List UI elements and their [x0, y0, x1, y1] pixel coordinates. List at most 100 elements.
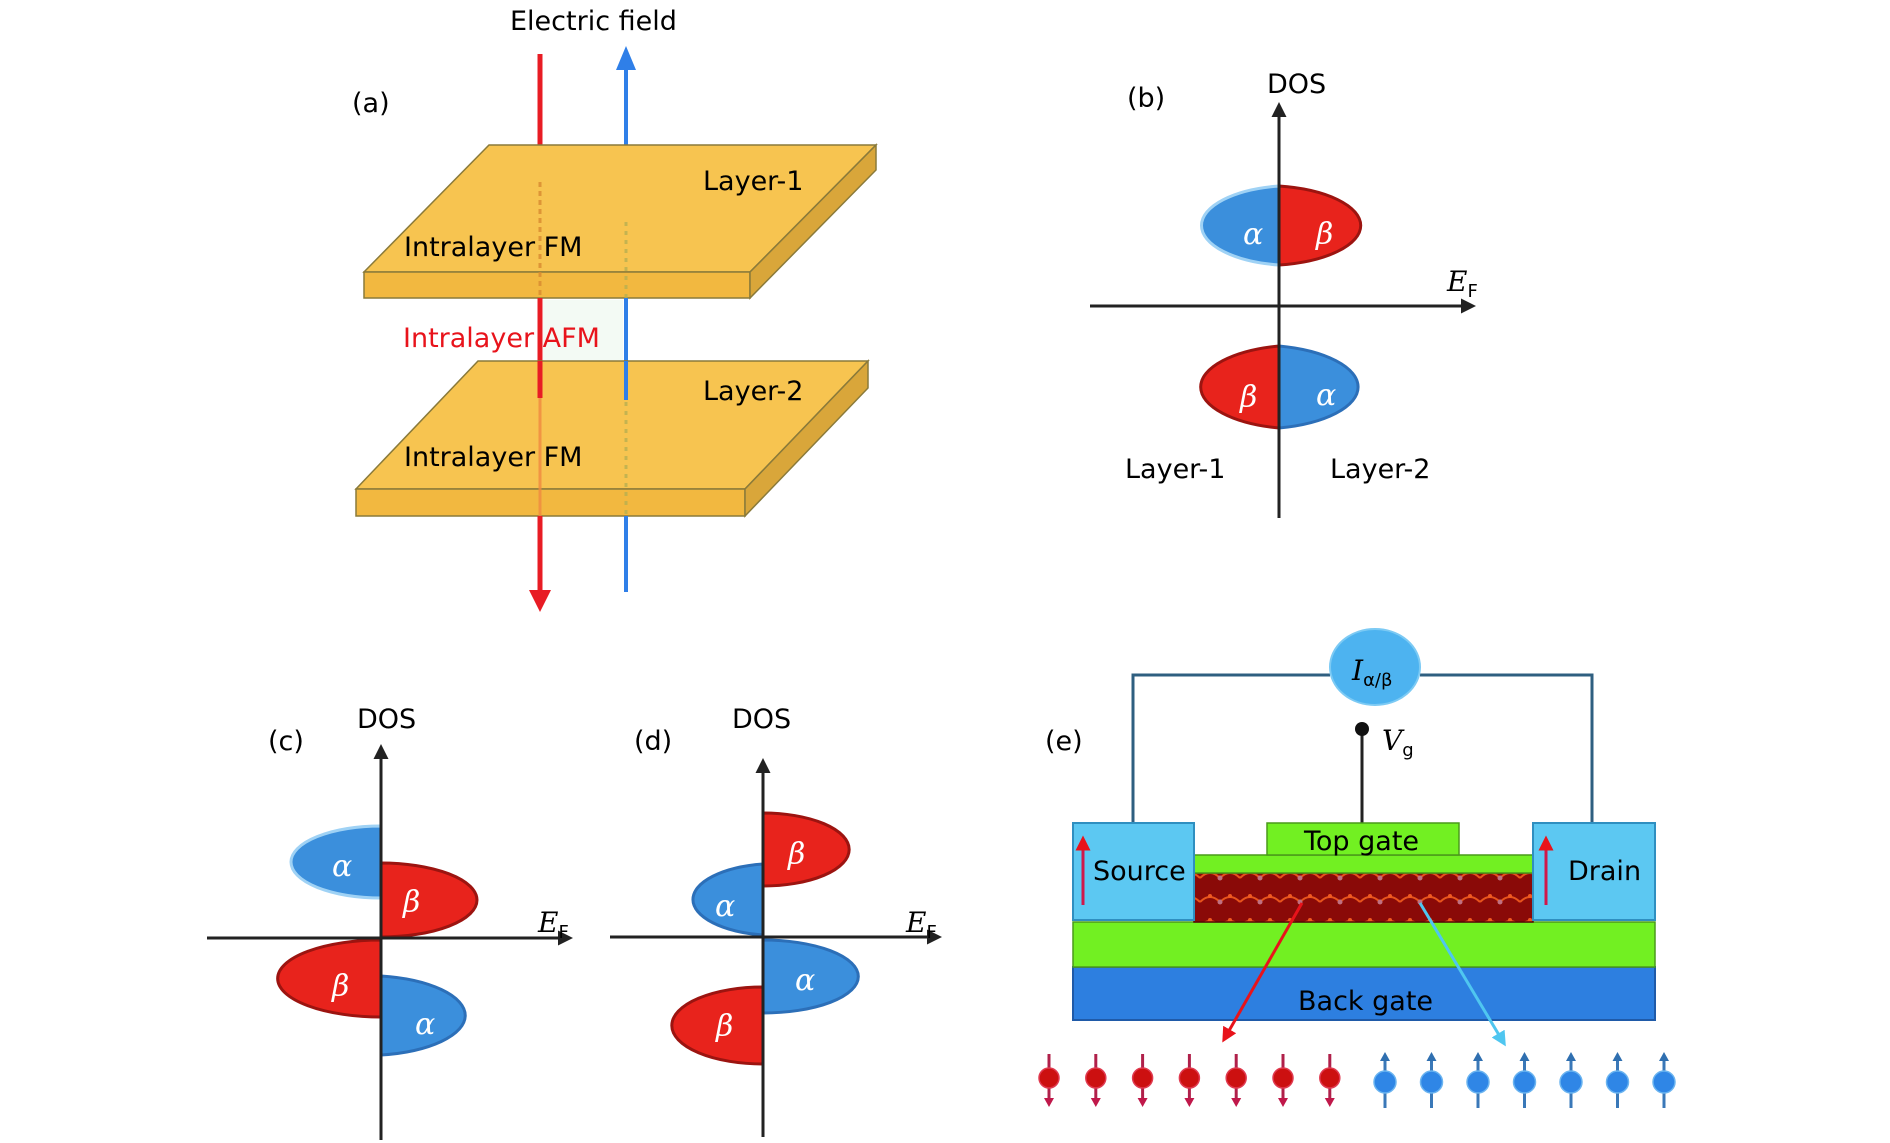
spin-up-electron-icon: [1559, 1052, 1583, 1108]
panel-c-alpha-lobe-upper-left: [289, 824, 383, 900]
panel-d-beta-symbol-upper: β: [787, 837, 805, 872]
panel-b-alpha-lobe-upper-left: [1200, 184, 1281, 267]
panel-c-label: (c): [268, 726, 304, 757]
panel-d-ef-main: E: [905, 906, 926, 939]
panel-c-ef-label: EF: [537, 906, 569, 943]
panel-a: (a) Electric field Intralayer FM Layer-1…: [352, 6, 878, 612]
spin-up-electron-icon: [1605, 1052, 1630, 1108]
panel-b-beta-lobe-lower-left: [1199, 344, 1281, 430]
panel-c-beta-lobe-upper-right: [379, 861, 479, 939]
source-label: Source: [1093, 856, 1186, 887]
panel-b-dos-label: DOS: [1267, 69, 1326, 100]
panel-c-ef-main: E: [537, 906, 558, 939]
panel-b-beta-lobe-upper-right: [1277, 184, 1363, 267]
panel-b-alpha-lobe-lower-right: [1277, 344, 1360, 430]
panel-c-alpha-symbol-upper: α: [332, 849, 352, 884]
current-meter-icon: [1329, 628, 1421, 706]
panel-b-ef-sub: F: [1467, 281, 1477, 302]
current-meter-main: I: [1351, 654, 1364, 687]
panel-d-beta-lobe-upper-right: [761, 811, 851, 888]
red-arrow-head-icon: [529, 590, 551, 612]
spin-row: [1038, 1052, 1676, 1108]
panel-b-label: (b): [1127, 83, 1165, 114]
panel-c-beta-symbol-upper: β: [402, 885, 420, 920]
panel-e-label: (e): [1045, 726, 1083, 757]
layer-1-label: Layer-1: [703, 166, 803, 197]
panel-d-dos-label: DOS: [732, 704, 791, 735]
layer-2-fm-label: Intralayer FM: [404, 442, 582, 473]
panel-c-dos-label: DOS: [357, 704, 416, 735]
spin-down-electron-icon: [1038, 1054, 1060, 1107]
panel-c-alpha-lobe-lower-right: [379, 974, 467, 1057]
spin-down-electron-icon: [1131, 1054, 1154, 1107]
layer-1-slab: [362, 143, 878, 300]
magnetic-channel-layer: [1193, 872, 1534, 923]
layer-2-side-face: [744, 359, 869, 518]
layer-2-slab: [354, 359, 870, 518]
gap-highlight: [543, 300, 623, 360]
drain-label: Drain: [1568, 856, 1641, 887]
top-gate-label: Top gate: [1303, 826, 1419, 857]
panel-a-label: (a): [352, 88, 390, 119]
layer-2-front-face: [355, 488, 746, 517]
drain-wire: [1420, 673, 1594, 823]
panel-d-label: (d): [634, 726, 672, 757]
gate-voltage-label: Vg: [1382, 724, 1414, 761]
gate-voltage-main: V: [1382, 724, 1405, 757]
spin-down-electron-icon: [1272, 1054, 1294, 1107]
layer-2-label: Layer-2: [703, 376, 803, 407]
panel-c-beta-lobe-lower-left: [276, 938, 383, 1019]
panel-b-ef-main: E: [1446, 265, 1467, 298]
intralayer-afm-label: Intralayer AFM: [403, 323, 600, 354]
layer-1-front-face: [363, 271, 751, 299]
spin-down-electron-icon: [1178, 1054, 1201, 1107]
source-wire: [1131, 673, 1330, 823]
panel-b-beta-symbol-upper: β: [1315, 217, 1333, 252]
panel-c-ef-sub: F: [558, 922, 568, 943]
top-dielectric-layer: [1193, 854, 1534, 874]
gate-voltage-sub: g: [1402, 740, 1413, 761]
panel-b-beta-symbol-lower: β: [1239, 380, 1257, 415]
source-electrode: [1072, 822, 1195, 921]
spin-down-emission-arrow: [1222, 902, 1304, 1043]
layer-1-side-face: [749, 143, 877, 300]
layer-1-fm-label: Intralayer FM: [404, 232, 582, 263]
panel-c-beta-symbol-lower: β: [331, 969, 349, 1004]
electric-field-title: Electric field: [510, 6, 677, 37]
panel-c-alpha-symbol-lower: α: [415, 1007, 435, 1042]
panel-d-alpha-symbol-upper: α: [715, 889, 735, 924]
panel-b: (b) DOS α β β α EF Layer-1 Layer-2: [1090, 69, 1478, 518]
panel-d-alpha-symbol-lower: α: [795, 963, 815, 998]
panel-b-layer-2-label: Layer-2: [1330, 454, 1430, 485]
panel-d-ef-label: EF: [905, 906, 937, 943]
spin-up-electron-icon: [1512, 1052, 1537, 1108]
top-gate-electrode: [1266, 822, 1460, 856]
spin-down-electron-icon: [1319, 1054, 1341, 1107]
back-gate-layer: [1072, 966, 1656, 1021]
spin-up-electron-icon: [1652, 1052, 1676, 1108]
panel-d-ef-sub: F: [926, 922, 936, 943]
panel-b-ef-label: EF: [1446, 265, 1478, 302]
spin-up-electron-icon: [1466, 1052, 1490, 1108]
panel-d: (d) DOS β α α β EF: [610, 704, 942, 1137]
bottom-dielectric-layer: [1072, 921, 1656, 968]
panel-e: (e) Iα/β Vg Back gate Top gate Source Dr…: [1038, 628, 1676, 1108]
panel-d-alpha-lobe-lower-right: [761, 938, 860, 1015]
panel-b-layer-1-label: Layer-1: [1125, 454, 1225, 485]
panel-b-alpha-symbol-upper: α: [1243, 217, 1263, 252]
current-meter-sub: α/β: [1363, 670, 1392, 691]
back-gate-label: Back gate: [1298, 986, 1433, 1017]
spin-down-electron-icon: [1225, 1054, 1247, 1107]
panel-b-alpha-symbol-lower: α: [1316, 378, 1336, 413]
panel-d-beta-lobe-lower-left: [670, 985, 765, 1066]
gate-terminal-dot: [1355, 722, 1369, 736]
spin-down-electron-icon: [1085, 1054, 1107, 1107]
spin-up-electron-icon: [1373, 1052, 1397, 1108]
current-meter-label: Iα/β: [1351, 654, 1392, 691]
spin-up-emission-arrow: [1418, 902, 1506, 1047]
panel-c: (c) DOS α β β α EF: [207, 704, 573, 1140]
panel-d-beta-symbol-lower: β: [715, 1009, 733, 1044]
panel-d-alpha-lobe-upper-left: [691, 862, 765, 937]
blue-arrow-head-icon: [616, 46, 636, 70]
